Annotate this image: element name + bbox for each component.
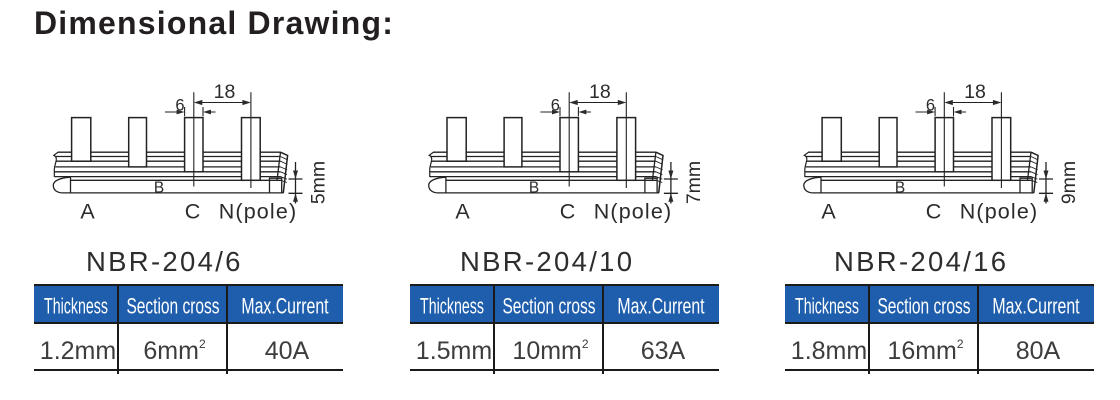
svg-text:5mm: 5mm	[308, 161, 330, 204]
svg-text:9mm: 9mm	[1058, 161, 1080, 204]
svg-text:7mm: 7mm	[683, 161, 705, 204]
